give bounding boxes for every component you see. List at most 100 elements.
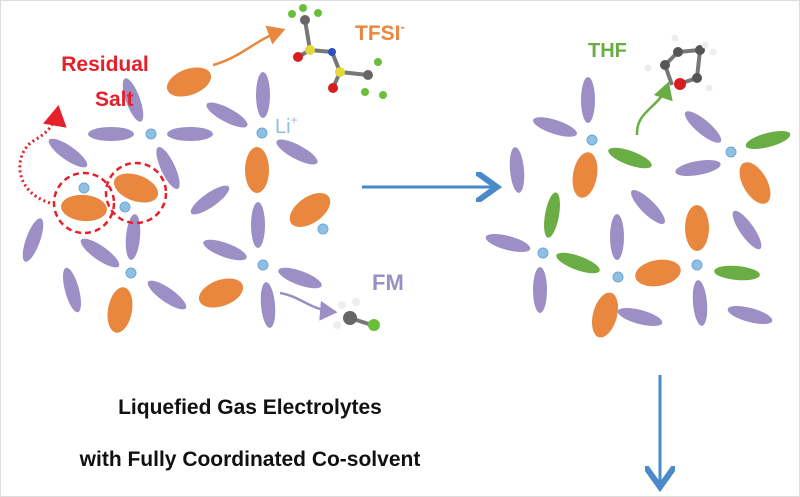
fm-solvent <box>62 267 82 313</box>
nitrogen-atom <box>328 48 336 56</box>
fm-solvent <box>156 146 180 190</box>
li-ion <box>537 247 549 259</box>
carbon-atom <box>695 45 705 55</box>
oxygen-atom <box>674 78 686 90</box>
li-ion <box>78 182 90 194</box>
tfsi-anion <box>635 259 681 287</box>
fm-solvent <box>631 190 665 224</box>
fm-solvent <box>675 160 721 176</box>
li-ion <box>257 259 269 271</box>
residual-salt-circle <box>104 161 168 225</box>
fm-arrow <box>279 291 338 321</box>
thf-cosolvent <box>544 192 560 238</box>
caption-line-1: Liquefied Gas Electrolytes <box>118 396 382 419</box>
bond <box>303 19 312 51</box>
tfsi-anion <box>166 67 212 97</box>
caption-line-2: with Fully Coordinated Co-solvent <box>79 448 421 471</box>
fm-solvent <box>276 139 318 165</box>
thf-label: THF <box>588 40 627 62</box>
fluorine-atom <box>361 88 369 96</box>
hydrogen-atom <box>644 64 652 72</box>
tfsi-anion <box>591 292 619 338</box>
tfsi-anion <box>245 147 269 193</box>
fm-solvent <box>167 127 213 141</box>
carbon-atom <box>660 60 670 70</box>
thf-cosolvent <box>556 252 600 274</box>
fm-solvent <box>256 72 270 118</box>
sulfur-atom <box>335 67 345 77</box>
hydrogen-atom <box>352 298 360 306</box>
tfsi-anion <box>289 193 331 227</box>
carbon-atom <box>300 15 310 25</box>
fm-solvent <box>617 307 663 327</box>
thf-cosolvent <box>714 265 760 281</box>
fm-solvent <box>122 78 144 122</box>
tfsi-anion <box>107 287 133 333</box>
fm-solvent <box>485 233 531 253</box>
hydrogen-atom <box>705 84 713 92</box>
li-ion <box>691 259 703 271</box>
li-label: Li+ <box>275 113 298 138</box>
li-ion <box>317 223 329 235</box>
fm-solvent <box>533 117 577 137</box>
li-ion <box>586 134 598 146</box>
tfsi-anion <box>572 152 598 198</box>
fm-solvent <box>533 267 547 313</box>
carbon-atom <box>343 311 357 325</box>
fm-solvent <box>692 280 708 326</box>
fm-solvent <box>48 138 88 168</box>
li-ion <box>145 128 157 140</box>
fluorine-atom <box>379 91 387 99</box>
fm-solvent <box>260 282 276 328</box>
tfsi-arrow <box>212 25 286 67</box>
fm-solvent <box>80 238 120 268</box>
fm-solvent <box>684 111 722 143</box>
fm-solvent <box>278 267 322 289</box>
fm-solvent <box>190 185 230 215</box>
fm-solvent <box>88 127 134 141</box>
molecules <box>22 4 791 338</box>
oxygen-atom <box>293 52 303 62</box>
hydrogen-atom <box>338 301 346 309</box>
fm-solvent <box>727 305 773 325</box>
fm-solvent <box>732 210 762 250</box>
tfsi-anion <box>198 278 244 308</box>
tfsi-anion <box>739 162 771 204</box>
residual-salt-label: Salt <box>95 88 134 111</box>
tfsi-label: TFSI- <box>355 19 405 45</box>
fm-solvent <box>610 214 624 260</box>
residual-salt-arrow <box>18 105 67 205</box>
fm-solvent <box>203 239 247 261</box>
tfsi-anion <box>685 205 709 251</box>
carbon-atom <box>692 73 702 83</box>
carbon-atom <box>363 70 373 80</box>
residual-salt-label: Residual <box>61 53 149 76</box>
fluorine-atom <box>299 4 307 12</box>
oxygen-atom <box>328 83 338 93</box>
tfsi-anion <box>113 173 159 203</box>
residual-salt-circle <box>52 171 116 235</box>
tfsi-anion <box>61 194 107 222</box>
fm-solvent <box>251 202 265 248</box>
thf-arrow <box>635 81 673 136</box>
li-ion <box>612 271 624 283</box>
fluorine-atom <box>288 10 296 18</box>
li-ion <box>725 146 737 158</box>
fluorine-atom <box>314 9 322 17</box>
thf-cosolvent <box>745 130 791 150</box>
li-ion <box>125 267 137 279</box>
fm-solvent <box>125 214 141 260</box>
carbon-atom <box>673 47 683 57</box>
hydrogen-atom <box>709 48 717 56</box>
fm-solvent <box>581 77 595 123</box>
fluorine-atom <box>374 58 382 66</box>
fm-solvent <box>147 280 187 310</box>
fluorine-atom <box>368 319 380 331</box>
sulfur-atom <box>305 45 315 55</box>
hydrogen-atom <box>671 34 679 42</box>
hydrogen-atom <box>701 41 709 49</box>
fm-solvent <box>509 147 525 193</box>
li-ion <box>256 127 268 139</box>
li-ion <box>119 201 131 213</box>
